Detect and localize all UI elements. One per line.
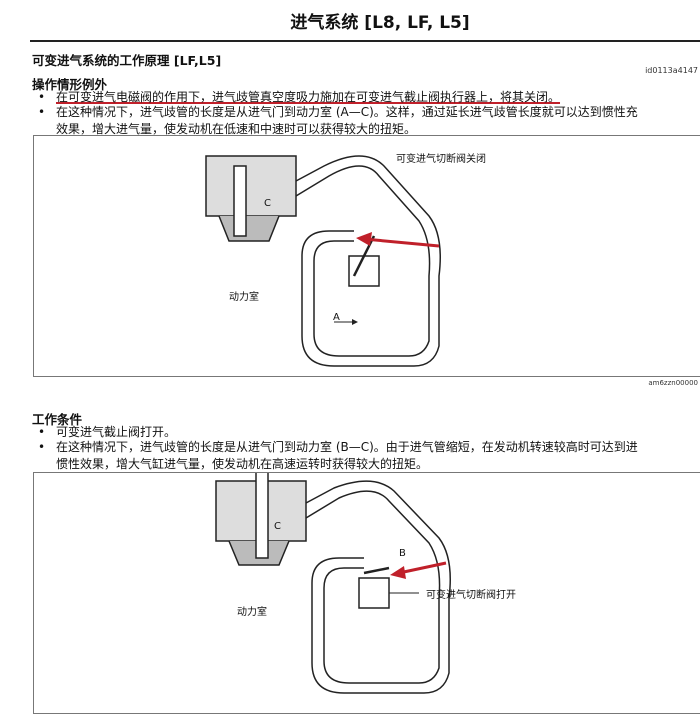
bullet-text: 在可变进气电磁阀的作用下，进气歧管真空度吸力施加在可变进气截止阀执行器上，将其关… bbox=[56, 90, 561, 104]
flow-label-b: B bbox=[399, 548, 406, 559]
intake-diagram-closed bbox=[205, 155, 441, 367]
c-label: C bbox=[274, 521, 281, 532]
chamber-label: 动力室 bbox=[237, 607, 267, 618]
bullet-continuation: 效果，增大进气量，使发动机在低速和中速时可以获得较大的扭矩。 bbox=[56, 122, 417, 136]
bullet-text: 在这种情况下，进气歧管的长度是从进气门到动力室 (B—C)。由于进气管缩短，在发… bbox=[56, 440, 638, 454]
bullet: 在这种情况下，进气歧管的长度是从进气门到动力室 (A—C)。这样，通过延长进气歧… bbox=[38, 105, 638, 120]
bullet-text: 可变进气截止阀打开。 bbox=[56, 425, 177, 439]
bullet-text: 在这种情况下，进气歧管的长度是从进气门到动力室 (A—C)。这样，通过延长进气歧… bbox=[56, 105, 638, 119]
bullet: 在可变进气电磁阀的作用下，进气歧管真空度吸力施加在可变进气截止阀执行器上，将其关… bbox=[38, 90, 560, 105]
title-divider bbox=[30, 40, 700, 42]
page-title: 进气系统 [L8, LF, L5] bbox=[290, 13, 470, 33]
c-label: C bbox=[264, 198, 271, 209]
intake-diagram-open bbox=[215, 467, 451, 694]
flow-label-a: A bbox=[333, 312, 340, 323]
figure-code: am6zzn00000 bbox=[648, 379, 698, 387]
doc-id: id0113a4147 bbox=[645, 66, 698, 75]
valve-closed-label: 可变进气切断阀关闭 bbox=[396, 154, 486, 165]
figure-valve-closed: 可变进气切断阀关闭 动力室 A C bbox=[33, 135, 700, 377]
bullet: 可变进气截止阀打开。 bbox=[38, 425, 176, 440]
section-title: 可变进气系统的工作原理 [LF,L5] bbox=[32, 53, 222, 68]
heading-conditions: 工作条件 bbox=[32, 412, 83, 427]
figure-valve-open: 可变进气切断阀打开 动力室 B C bbox=[33, 467, 700, 714]
heading-exception: 操作情形例外 bbox=[32, 77, 108, 92]
bullet-continuation: 惯性效果，增大气缸进气量，使发动机在高速运转时获得较大的扭矩。 bbox=[56, 457, 429, 471]
chamber-label: 动力室 bbox=[229, 292, 259, 303]
bullet: 在这种情况下，进气歧管的长度是从进气门到动力室 (B—C)。由于进气管缩短，在发… bbox=[38, 440, 638, 455]
valve-open-label: 可变进气切断阀打开 bbox=[426, 590, 516, 601]
